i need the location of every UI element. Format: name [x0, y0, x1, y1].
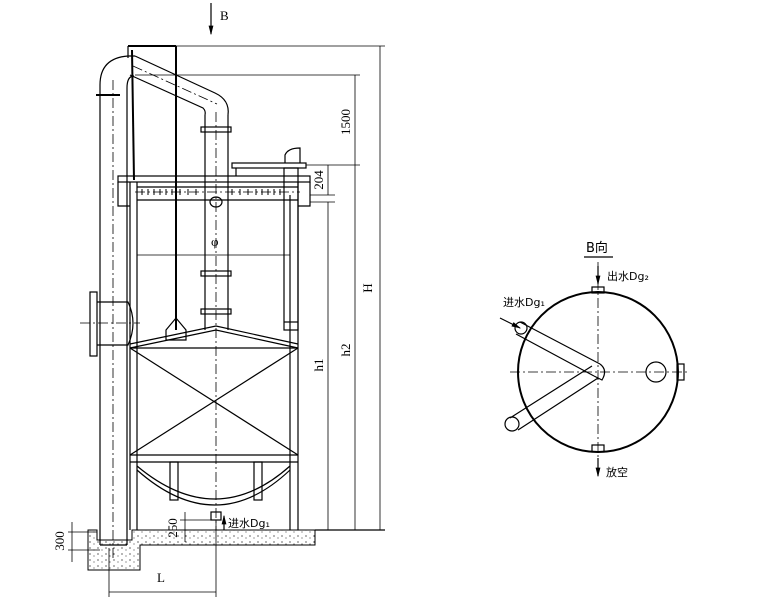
left-riser-pipe — [80, 55, 140, 560]
bottom-inlet-label: 进水Dg₁ — [228, 517, 270, 530]
drain-label: 放空 — [606, 465, 628, 479]
inlet-label: 进水Dg₁ — [503, 296, 545, 309]
filter-bed — [129, 325, 299, 521]
dim-h-label: H — [360, 283, 375, 292]
tank-shell — [117, 147, 311, 530]
dim-250-label: 250 — [165, 518, 180, 538]
dim-l-label: L — [157, 570, 165, 585]
dim-h2-label: h2 — [338, 344, 353, 357]
dim-204-label: 204 — [311, 170, 326, 190]
dimensions: 1500 204 H h2 h1 φ 250 300 L 进水Dg₁ — [52, 45, 385, 597]
dim-diameter-label: φ — [211, 234, 219, 249]
b-view: B向 出水Dg₂ 进水Dg₁ 放空 — [499, 240, 690, 479]
dim-h1-label: h1 — [311, 359, 326, 372]
outlet-label: 出水Dg₂ — [607, 269, 649, 283]
top-diagonal-pipe — [127, 45, 232, 530]
distributor-nozzles — [141, 189, 281, 195]
dim-300-label: 300 — [52, 531, 67, 551]
view-b-label: B — [220, 8, 229, 23]
b-view-title: B向 — [586, 240, 608, 256]
foundation — [87, 529, 385, 571]
view-b-arrow: B — [208, 3, 229, 36]
dim-1500-label: 1500 — [338, 109, 353, 135]
